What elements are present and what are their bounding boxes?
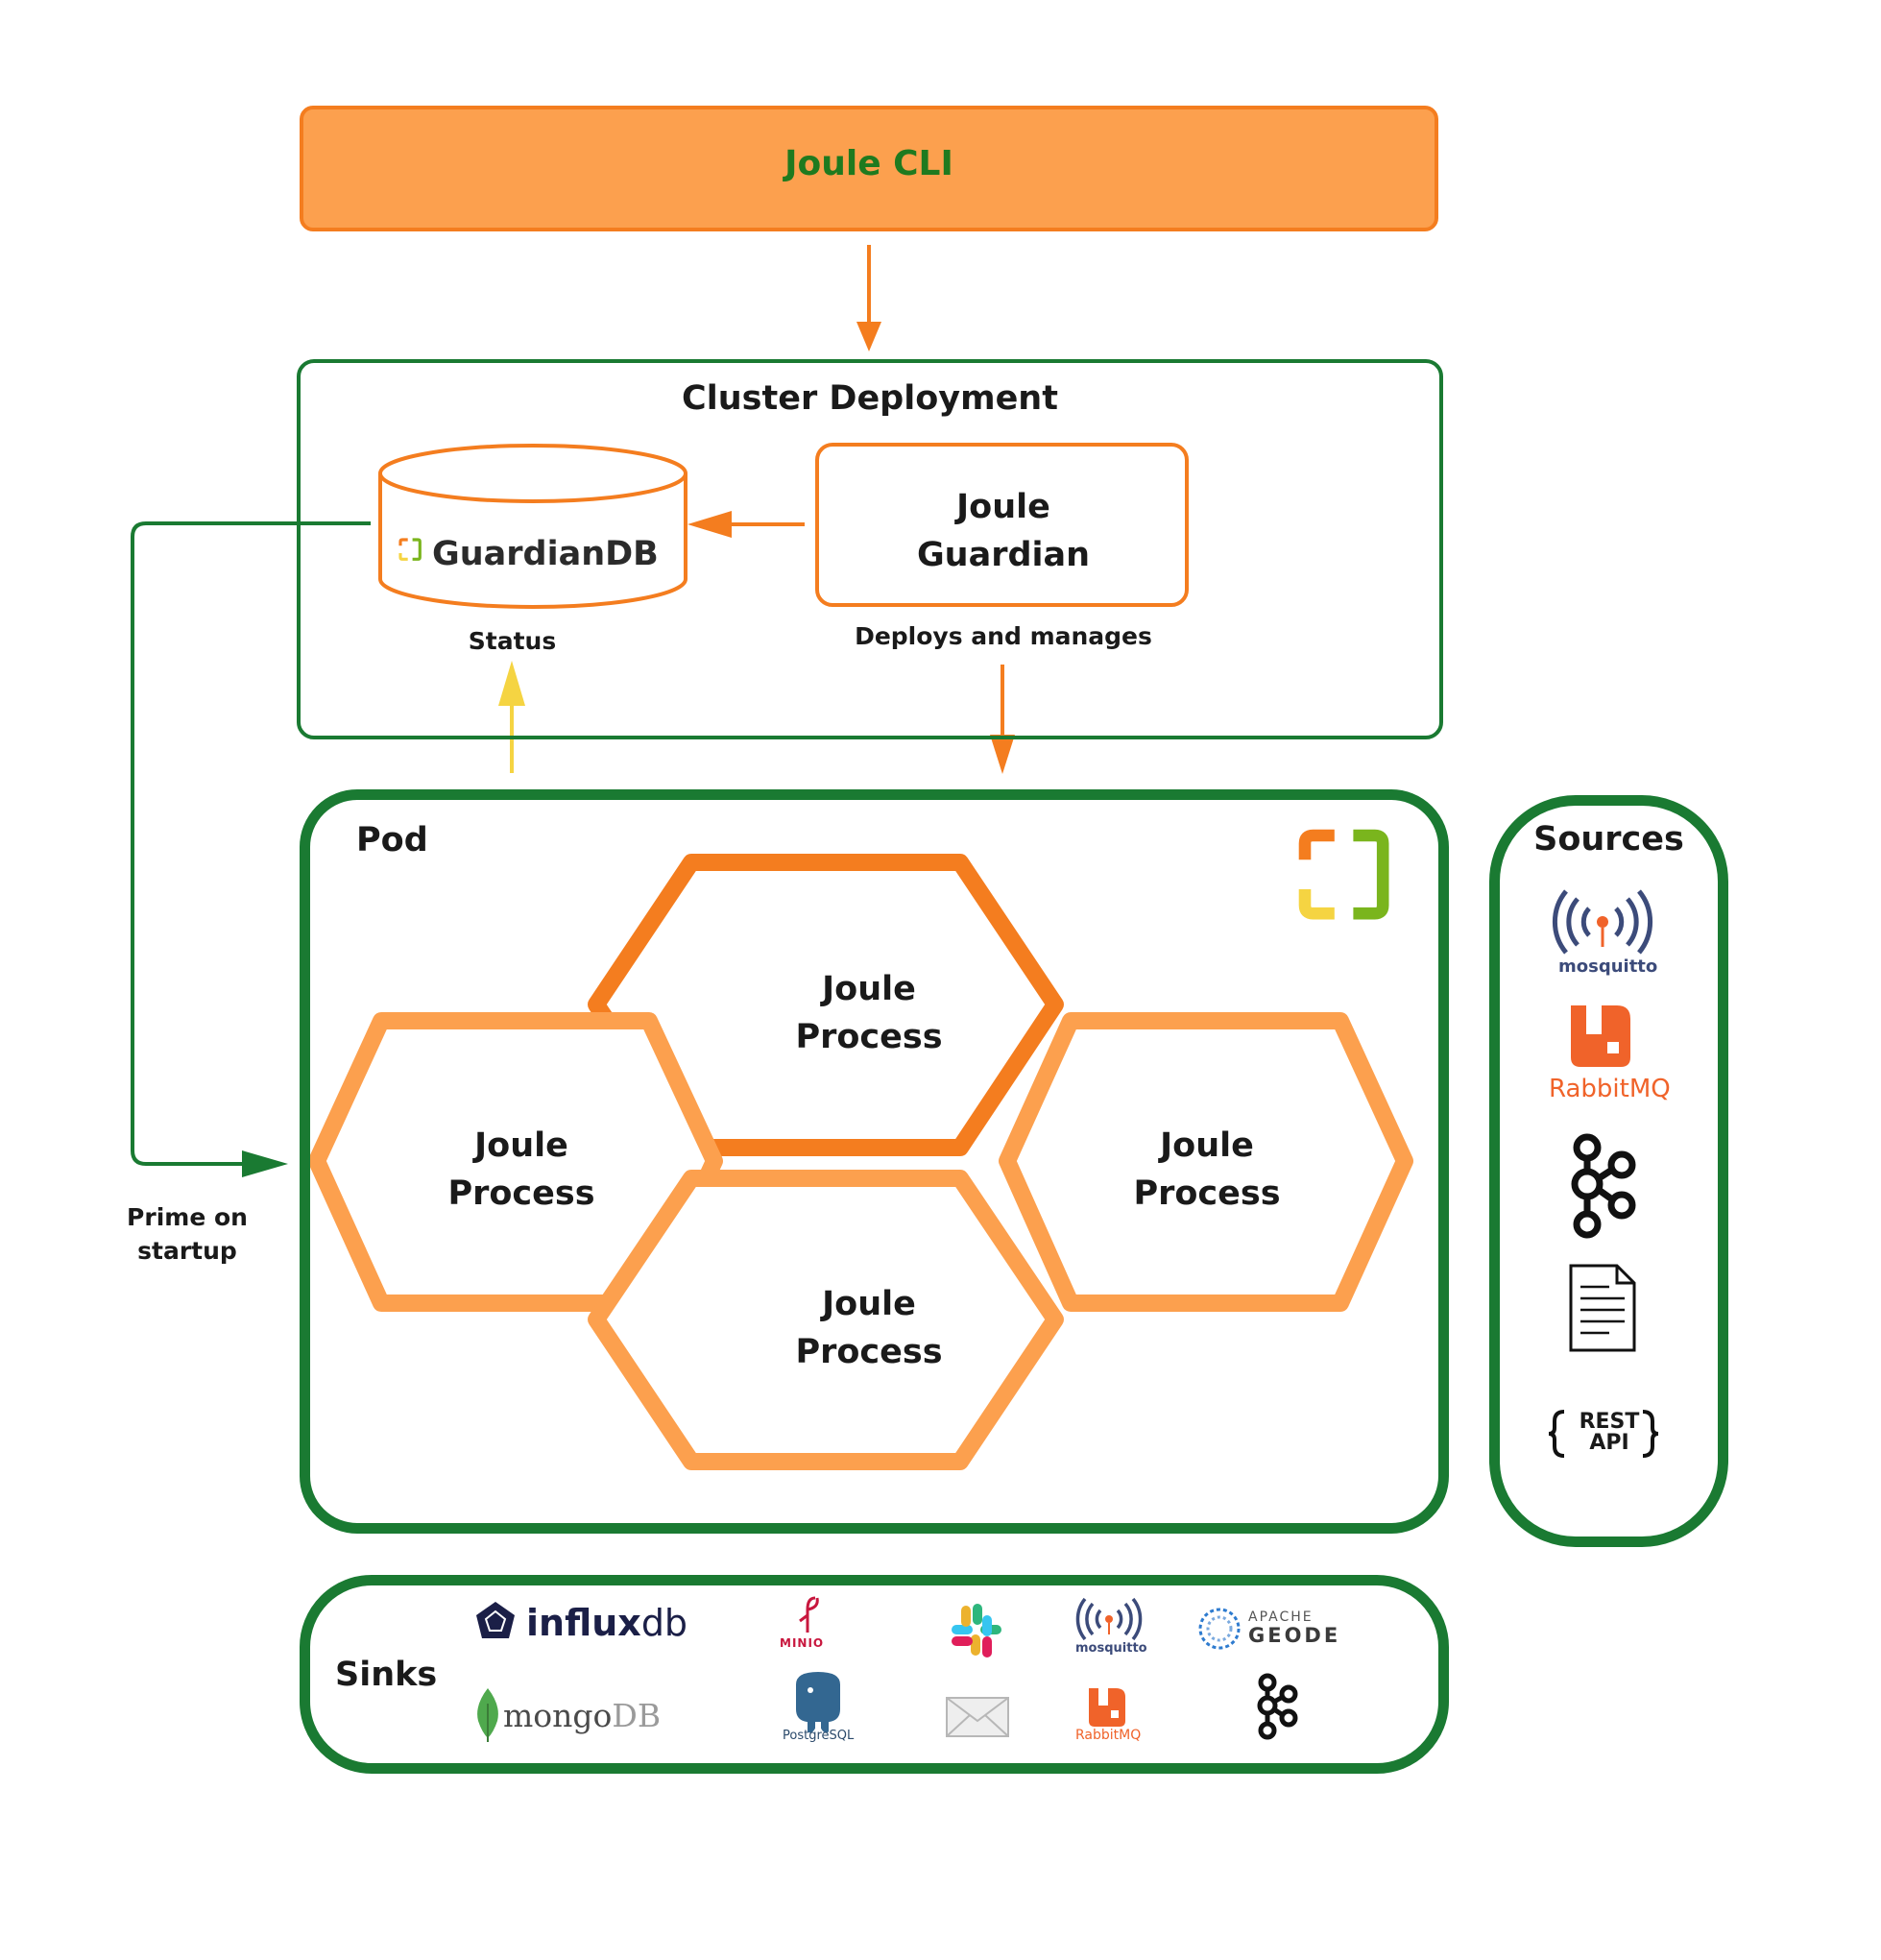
mosquitto-sink-label: mosquitto <box>1075 1641 1147 1656</box>
pod-box <box>300 789 1449 1534</box>
postgresql-icon <box>794 1669 842 1735</box>
process-line2: Process <box>795 1333 943 1371</box>
process-label-left: Joule Process <box>397 1122 646 1218</box>
status-label: Status <box>468 627 557 655</box>
sinks-box <box>300 1575 1449 1774</box>
rabbitmq-source-label: RabbitMQ <box>1549 1075 1671 1103</box>
cluster-deployment-box <box>297 359 1443 739</box>
deploys-arrow <box>990 665 1015 774</box>
mongo-word: mongo <box>503 1697 613 1734</box>
sinks-title: Sinks <box>335 1656 438 1694</box>
guardian-to-db-arrow <box>687 511 805 538</box>
influx-bold: influx <box>526 1602 641 1644</box>
mosquitto-sink-icon <box>1075 1597 1143 1641</box>
process-label-bottom: Joule Process <box>744 1280 994 1376</box>
process-line1: Joule <box>822 970 916 1008</box>
prime-on-startup-label: Prime on startup <box>115 1200 259 1268</box>
mongodb-icon <box>477 1688 498 1742</box>
mosquitto-source-label: mosquitto <box>1558 956 1658 977</box>
joule-cli-title: Joule CLI <box>784 144 953 183</box>
process-line1: Joule <box>822 1285 916 1323</box>
deploys-label: Deploys and manages <box>855 622 1152 650</box>
kafka-sink-icon <box>1257 1673 1298 1740</box>
mongo-db-word: DB <box>612 1697 662 1734</box>
rest-label: REST <box>1579 1410 1640 1434</box>
sources-box <box>1489 795 1728 1547</box>
process-label-right: Joule Process <box>1082 1122 1332 1218</box>
process-hex-top-shape <box>588 854 1064 1156</box>
guardiandb-label: GuardianDB <box>432 535 659 573</box>
joule-cli-bar <box>300 106 1438 231</box>
pod-title: Pod <box>356 821 428 859</box>
guardiandb-logo-icon <box>398 538 422 561</box>
rabbitmq-sink-label: RabbitMQ <box>1075 1728 1142 1743</box>
email-icon <box>946 1697 1009 1737</box>
minio-label: MINIO <box>780 1636 825 1650</box>
sources-title: Sources <box>1533 820 1684 859</box>
api-label: API <box>1589 1431 1629 1455</box>
geode-apache-label: APACHE <box>1248 1609 1314 1625</box>
influxdb-logo-text: influxdb <box>526 1602 687 1644</box>
rabbitmq-source-icon <box>1571 1005 1630 1067</box>
file-source-icon <box>1569 1264 1636 1352</box>
joule-guardian-line1: Joule <box>956 488 1050 526</box>
process-line2: Process <box>1133 1174 1281 1213</box>
cluster-deployment-title: Cluster Deployment <box>682 379 1058 418</box>
geode-label: GEODE <box>1248 1624 1341 1647</box>
process-hex-bottom-shape <box>588 1170 1064 1470</box>
process-hex-right-shape <box>999 1012 1413 1312</box>
postgresql-label: PostgreSQL <box>783 1729 855 1743</box>
slack-icon <box>952 1604 1001 1658</box>
prime-label-line2: startup <box>137 1237 237 1265</box>
influxdb-icon <box>476 1602 515 1638</box>
joule-guardian-box <box>815 443 1189 607</box>
process-line2: Process <box>795 1018 943 1056</box>
rest-api-label: REST API <box>1565 1412 1653 1454</box>
process-line1: Joule <box>1160 1126 1254 1165</box>
guardiandb-cylinder <box>378 444 687 609</box>
process-label-top: Joule Process <box>744 965 994 1061</box>
mongodb-logo-text: mongoDB <box>503 1697 661 1734</box>
rest-api-braces-icon <box>1548 1410 1659 1458</box>
cli-to-cluster-arrow <box>856 245 881 351</box>
joule-guardian-line2: Guardian <box>916 536 1091 574</box>
prime-label-line1: Prime on <box>127 1203 248 1231</box>
joule-guardian-title: Joule Guardian <box>888 483 1119 579</box>
process-line1: Joule <box>474 1126 568 1165</box>
influx-thin: db <box>640 1602 688 1644</box>
prime-arrow <box>131 521 371 1177</box>
geode-icon <box>1198 1608 1241 1650</box>
process-line2: Process <box>447 1174 595 1213</box>
mosquitto-source-icon <box>1552 889 1653 955</box>
minio-icon <box>799 1596 819 1633</box>
rabbitmq-sink-icon <box>1089 1688 1125 1727</box>
pod-logo-icon <box>1298 829 1389 920</box>
kafka-source-icon <box>1571 1133 1636 1239</box>
